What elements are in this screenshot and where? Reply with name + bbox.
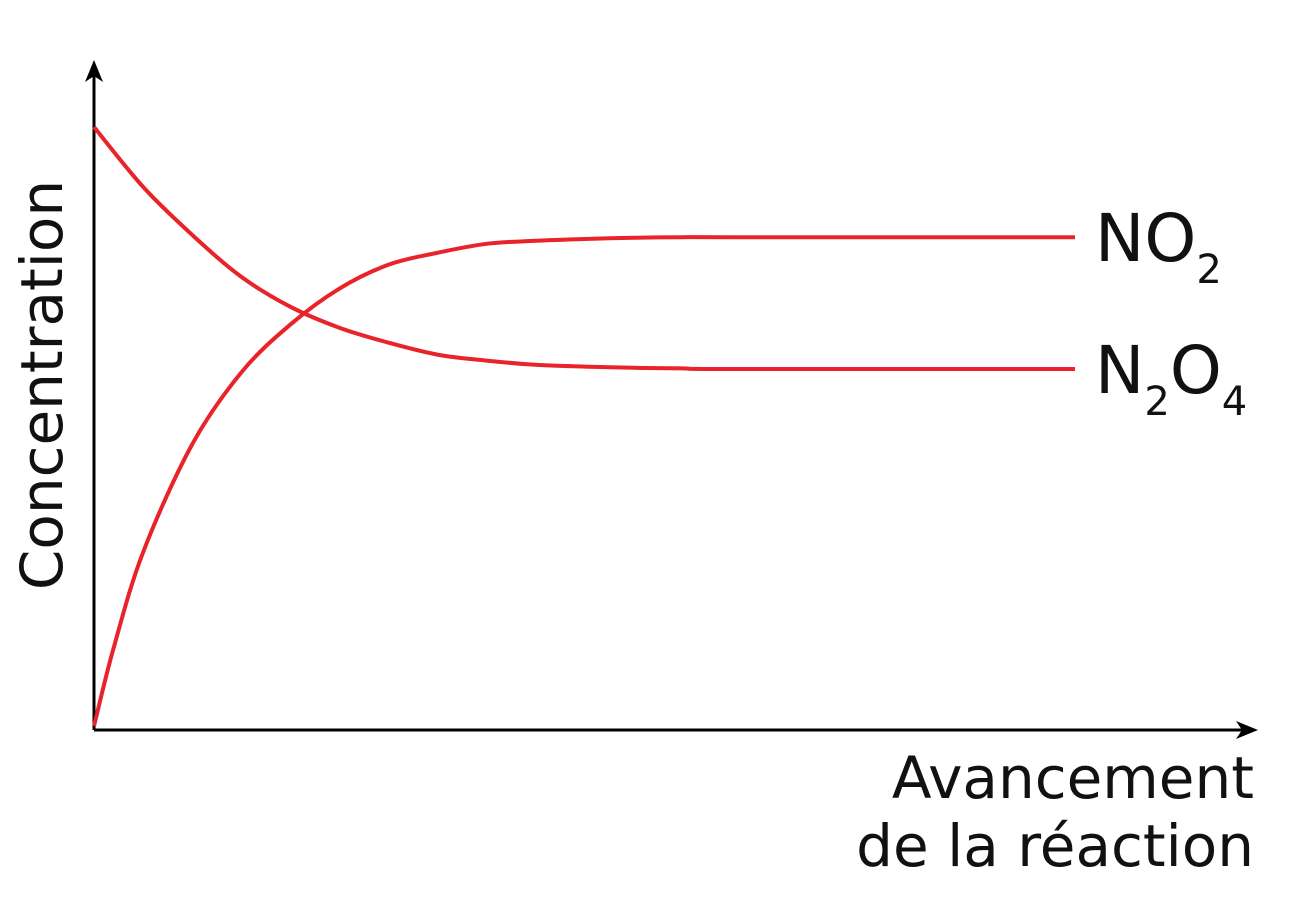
x-axis-title-line-1: Avancement [892, 744, 1254, 812]
series-label-part: 2 [1196, 247, 1221, 293]
series-line-no2 [92, 235, 1076, 727]
series-label-part: 2 [1144, 379, 1169, 425]
series-label-part: O [1170, 332, 1222, 409]
series-label-part: 4 [1222, 379, 1247, 425]
series-line-n2o4 [92, 125, 1076, 372]
series-label-no2: NO2 [1095, 200, 1222, 293]
x-axis-title-line-2: de la réaction [856, 812, 1254, 880]
series-label-part: N [1095, 332, 1144, 409]
y-axis-title: Concentration [8, 180, 76, 590]
series-label-n2o4: N2O4 [1095, 332, 1247, 425]
y-axis-arrow-icon [85, 60, 103, 82]
series-label-part: NO [1095, 200, 1196, 277]
x-axis-arrow-icon [1236, 721, 1258, 739]
series-layer [92, 125, 1076, 727]
